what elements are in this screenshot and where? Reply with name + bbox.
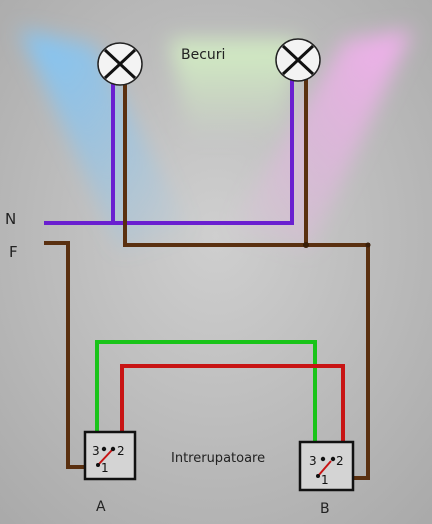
switch-a-terminal-3: 3	[92, 444, 100, 458]
switch-a-contact-2	[110, 446, 116, 452]
diagram-title: Becuri	[181, 47, 225, 63]
traveler-wire-red	[120, 364, 345, 450]
junction-dot-right	[365, 242, 371, 248]
lamp-2-cross-b	[281, 44, 315, 76]
neutral-wires	[44, 78, 294, 225]
switch-a-terminal-1: 1	[101, 461, 109, 475]
switch-b-contact-1	[316, 474, 320, 478]
phase-label: F	[9, 243, 18, 261]
switch-b-lever	[317, 460, 332, 477]
switch-b-label: B	[320, 501, 330, 517]
switch-a-terminal-2: 2	[117, 444, 125, 458]
lamp-1-cross-b	[103, 48, 137, 80]
lamp-1	[97, 42, 143, 86]
light-beam-pink	[230, 30, 412, 250]
switch-b-terminal-2: 2	[336, 454, 344, 468]
switch-b-terminal-1: 1	[321, 473, 329, 487]
switch-a-contact-1	[96, 463, 100, 467]
light-beams	[20, 30, 412, 250]
phase-wire-feed	[44, 241, 96, 469]
lamp-2	[275, 38, 321, 82]
switch-b-contact-2	[330, 456, 336, 462]
switch-b-terminal-3: 3	[309, 454, 317, 468]
switches-label: Intrerupatoare	[171, 451, 265, 466]
switch-a-contact-3	[101, 446, 107, 452]
junction-dot	[303, 242, 309, 248]
neutral-label: N	[5, 210, 16, 228]
traveler-wire-green	[95, 340, 317, 447]
switch-b-contact-3	[320, 456, 326, 462]
switch-b: 3 2 1	[298, 440, 355, 492]
light-beam-green	[170, 40, 300, 140]
switch-a-box	[83, 430, 137, 481]
switch-a: 3 2 1	[83, 430, 137, 481]
switch-a-label: A	[96, 499, 106, 515]
light-beam-blue	[20, 30, 190, 250]
switch-a-lever	[97, 449, 113, 466]
